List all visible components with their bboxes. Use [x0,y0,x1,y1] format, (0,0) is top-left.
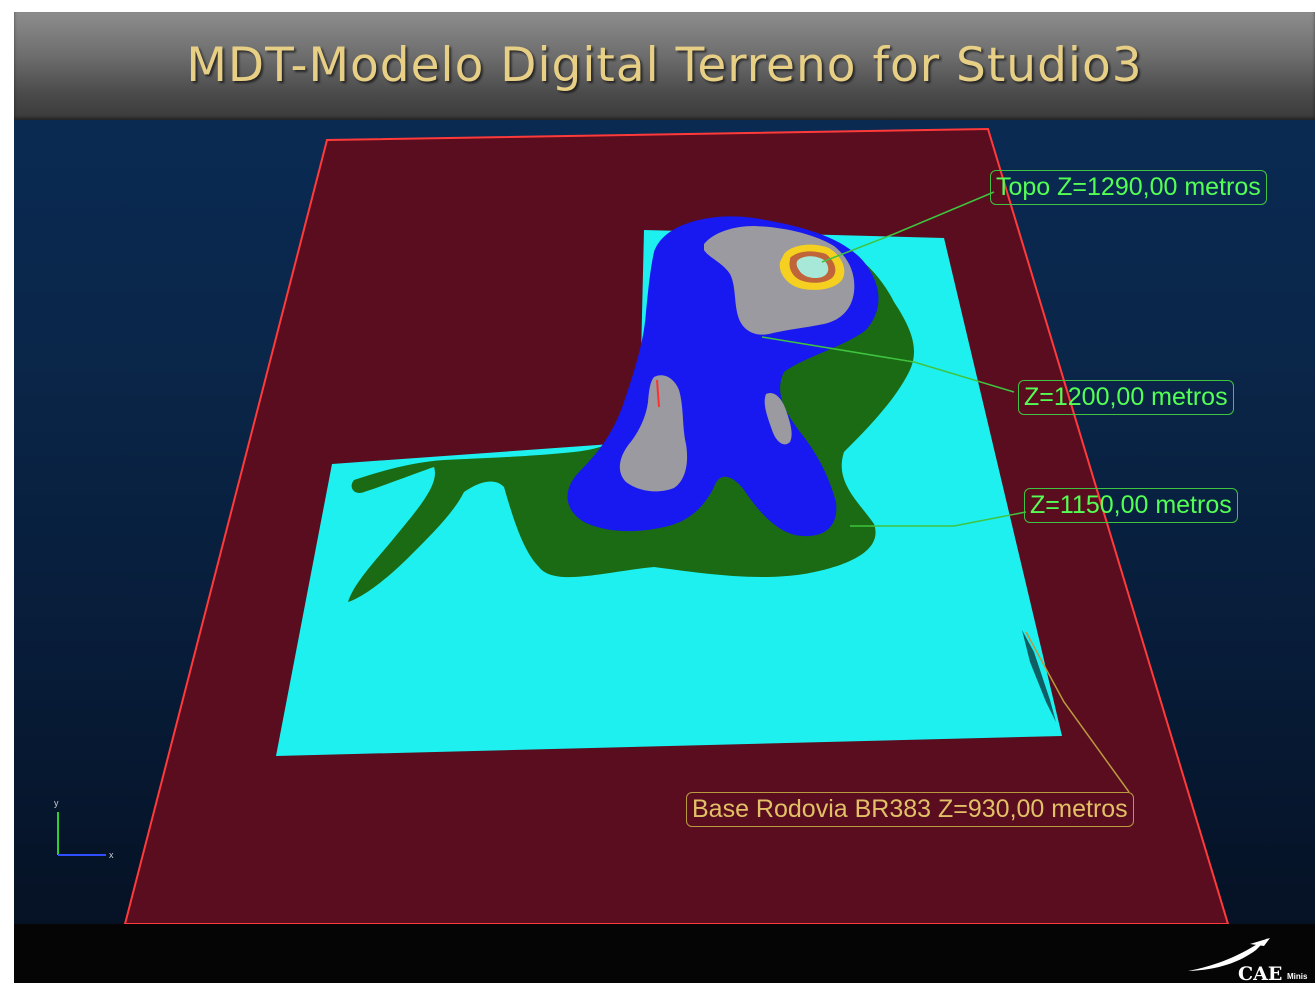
red-marker [656,379,660,408]
label-topo: Topo Z=1290,00 metros [990,170,1267,205]
terrain-level-high [764,392,792,445]
slide: MDT-Modelo Digital Terreno for Studio3 y [14,12,1315,983]
terrain-level-high [619,375,688,492]
label-z1200: Z=1200,00 metros [1018,380,1234,415]
terrain-crack [1022,630,1056,722]
label-base: Base Rodovia BR383 Z=930,00 metros [686,792,1134,827]
terrain-peak-top [796,256,829,279]
cae-logo-icon [1188,938,1270,971]
axis-x-label: x [109,850,114,860]
axis-y-label: y [54,798,59,808]
label-z1150: Z=1150,00 metros [1024,488,1238,523]
slide-title: MDT-Modelo Digital Terreno for Studio3 [186,38,1143,93]
footer-bar [14,924,1315,983]
leader-line-base [1025,631,1130,793]
terrain-scene: y x [54,127,1230,925]
leader-line-1150 [850,511,1027,527]
leader-line-1200 [761,336,1015,393]
logo-text: CAE [1238,963,1283,983]
leader-line-topo [821,191,995,263]
title-bar: MDT-Modelo Digital Terreno for Studio3 [14,12,1315,120]
logo-suffix: Minis [1287,972,1308,981]
